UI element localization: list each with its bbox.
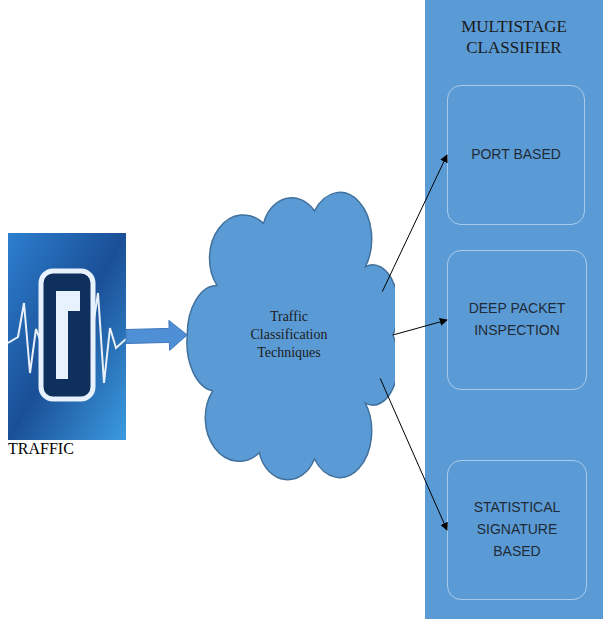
cloud-label: Traffic Classification Techniques [234, 308, 344, 363]
box-label: DEEP PACKET INSPECTION [456, 298, 578, 341]
flow-arrow [126, 320, 187, 350]
traffic-icon [8, 233, 126, 440]
stage-box: STATISTICAL SIGNATURE BASED [447, 460, 587, 600]
stage-box: DEEP PACKET INSPECTION [447, 250, 587, 390]
technique-cloud: Traffic Classification Techniques [183, 180, 395, 490]
icon-glyph [56, 291, 80, 379]
traffic-node: TRAFFIC [8, 233, 126, 458]
connector-arrow [382, 155, 447, 292]
panel-title: MULTISTAGE CLASSIFIER [435, 16, 593, 59]
icon-phone [41, 271, 93, 399]
cloud-path [187, 192, 395, 479]
stage-box: PORT BASED [447, 85, 585, 225]
classifier-panel: MULTISTAGE CLASSIFIER PORT BASED DEEP PACK… [425, 0, 603, 619]
box-label: PORT BASED [471, 144, 561, 166]
box-label: STATISTICAL SIGNATURE BASED [456, 497, 578, 562]
connector-arrow [393, 320, 447, 335]
connector-arrow [380, 378, 447, 530]
traffic-label: TRAFFIC [8, 440, 126, 458]
icon-ground [8, 233, 126, 440]
